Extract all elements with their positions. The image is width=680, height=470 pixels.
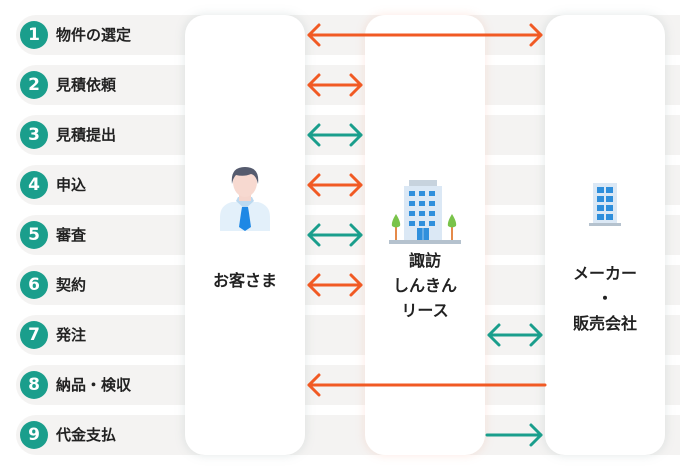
step-number-badge: 8	[20, 371, 48, 399]
flow-arrow-step-6	[307, 273, 363, 297]
step-label: 見積提出	[56, 126, 117, 144]
flow-arrow-step-2	[307, 73, 363, 97]
maker-label: メーカー ・ 販売会社	[572, 264, 637, 333]
step-number-badge: 5	[20, 221, 48, 249]
lease-company-column: 諏訪 しんきん リース	[365, 15, 485, 455]
step-label: 発注	[56, 326, 87, 344]
step-label: 物件の選定	[56, 26, 132, 44]
step-label: 納品・検収	[56, 376, 132, 394]
flow-arrow-step-3	[307, 123, 363, 147]
customer-label: お客さま	[212, 271, 277, 290]
step-number-badge: 3	[20, 121, 48, 149]
flow-arrow-step-4	[307, 173, 363, 197]
office-building-icon	[389, 180, 461, 244]
flow-arrow-step-7	[487, 323, 543, 347]
building-icon	[589, 183, 621, 226]
maker-column: メーカー ・ 販売会社	[545, 15, 665, 455]
step-label: 契約	[56, 276, 87, 294]
step-number-badge: 2	[20, 71, 48, 99]
step-number-badge: 1	[20, 21, 48, 49]
step-number-badge: 4	[20, 171, 48, 199]
step-number-badge: 9	[20, 421, 48, 449]
lease-company-label: 諏訪 しんきん リース	[392, 251, 457, 320]
step-label: 代金支払	[56, 426, 117, 444]
step-number-badge: 7	[20, 321, 48, 349]
flow-arrow-step-1	[307, 23, 543, 47]
step-label: 審査	[56, 226, 87, 244]
flow-arrow-step-8	[307, 373, 547, 397]
person-icon	[220, 167, 270, 231]
customer-column: お客さま	[185, 15, 305, 455]
flow-arrow-step-9	[485, 423, 543, 447]
step-number-badge: 6	[20, 271, 48, 299]
step-label: 申込	[56, 176, 87, 194]
flow-arrow-step-5	[307, 223, 363, 247]
step-label: 見積依頼	[56, 76, 117, 94]
